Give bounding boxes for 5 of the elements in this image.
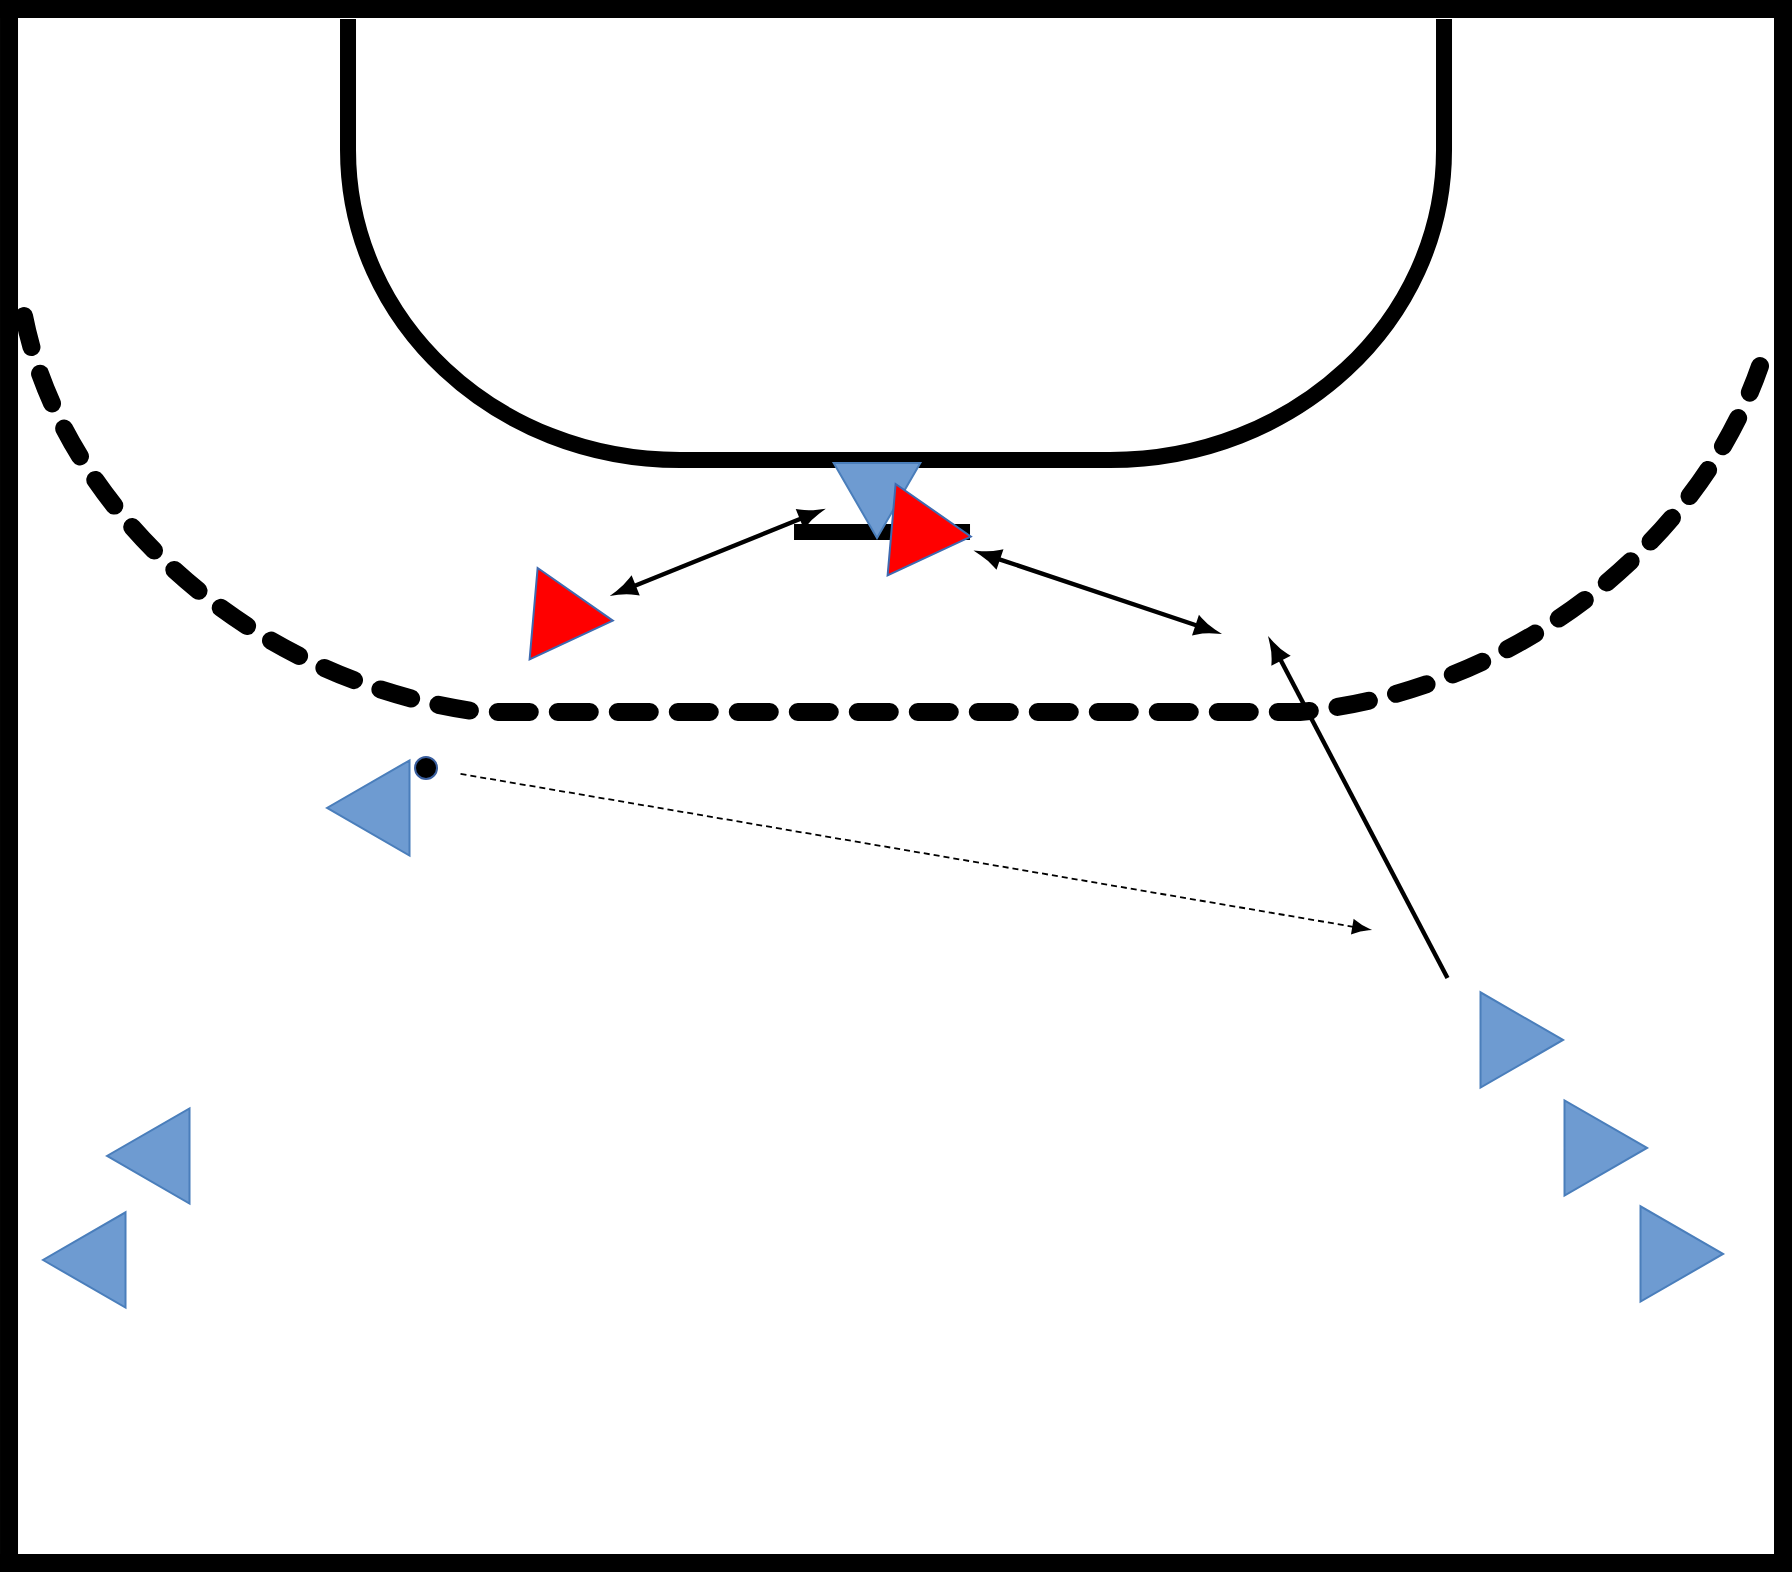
double-arrow	[979, 549, 1216, 635]
double-arrow	[615, 509, 820, 596]
dotted-arrow	[459, 773, 1370, 934]
arrow	[1269, 641, 1450, 980]
ball-dot	[414, 756, 438, 780]
